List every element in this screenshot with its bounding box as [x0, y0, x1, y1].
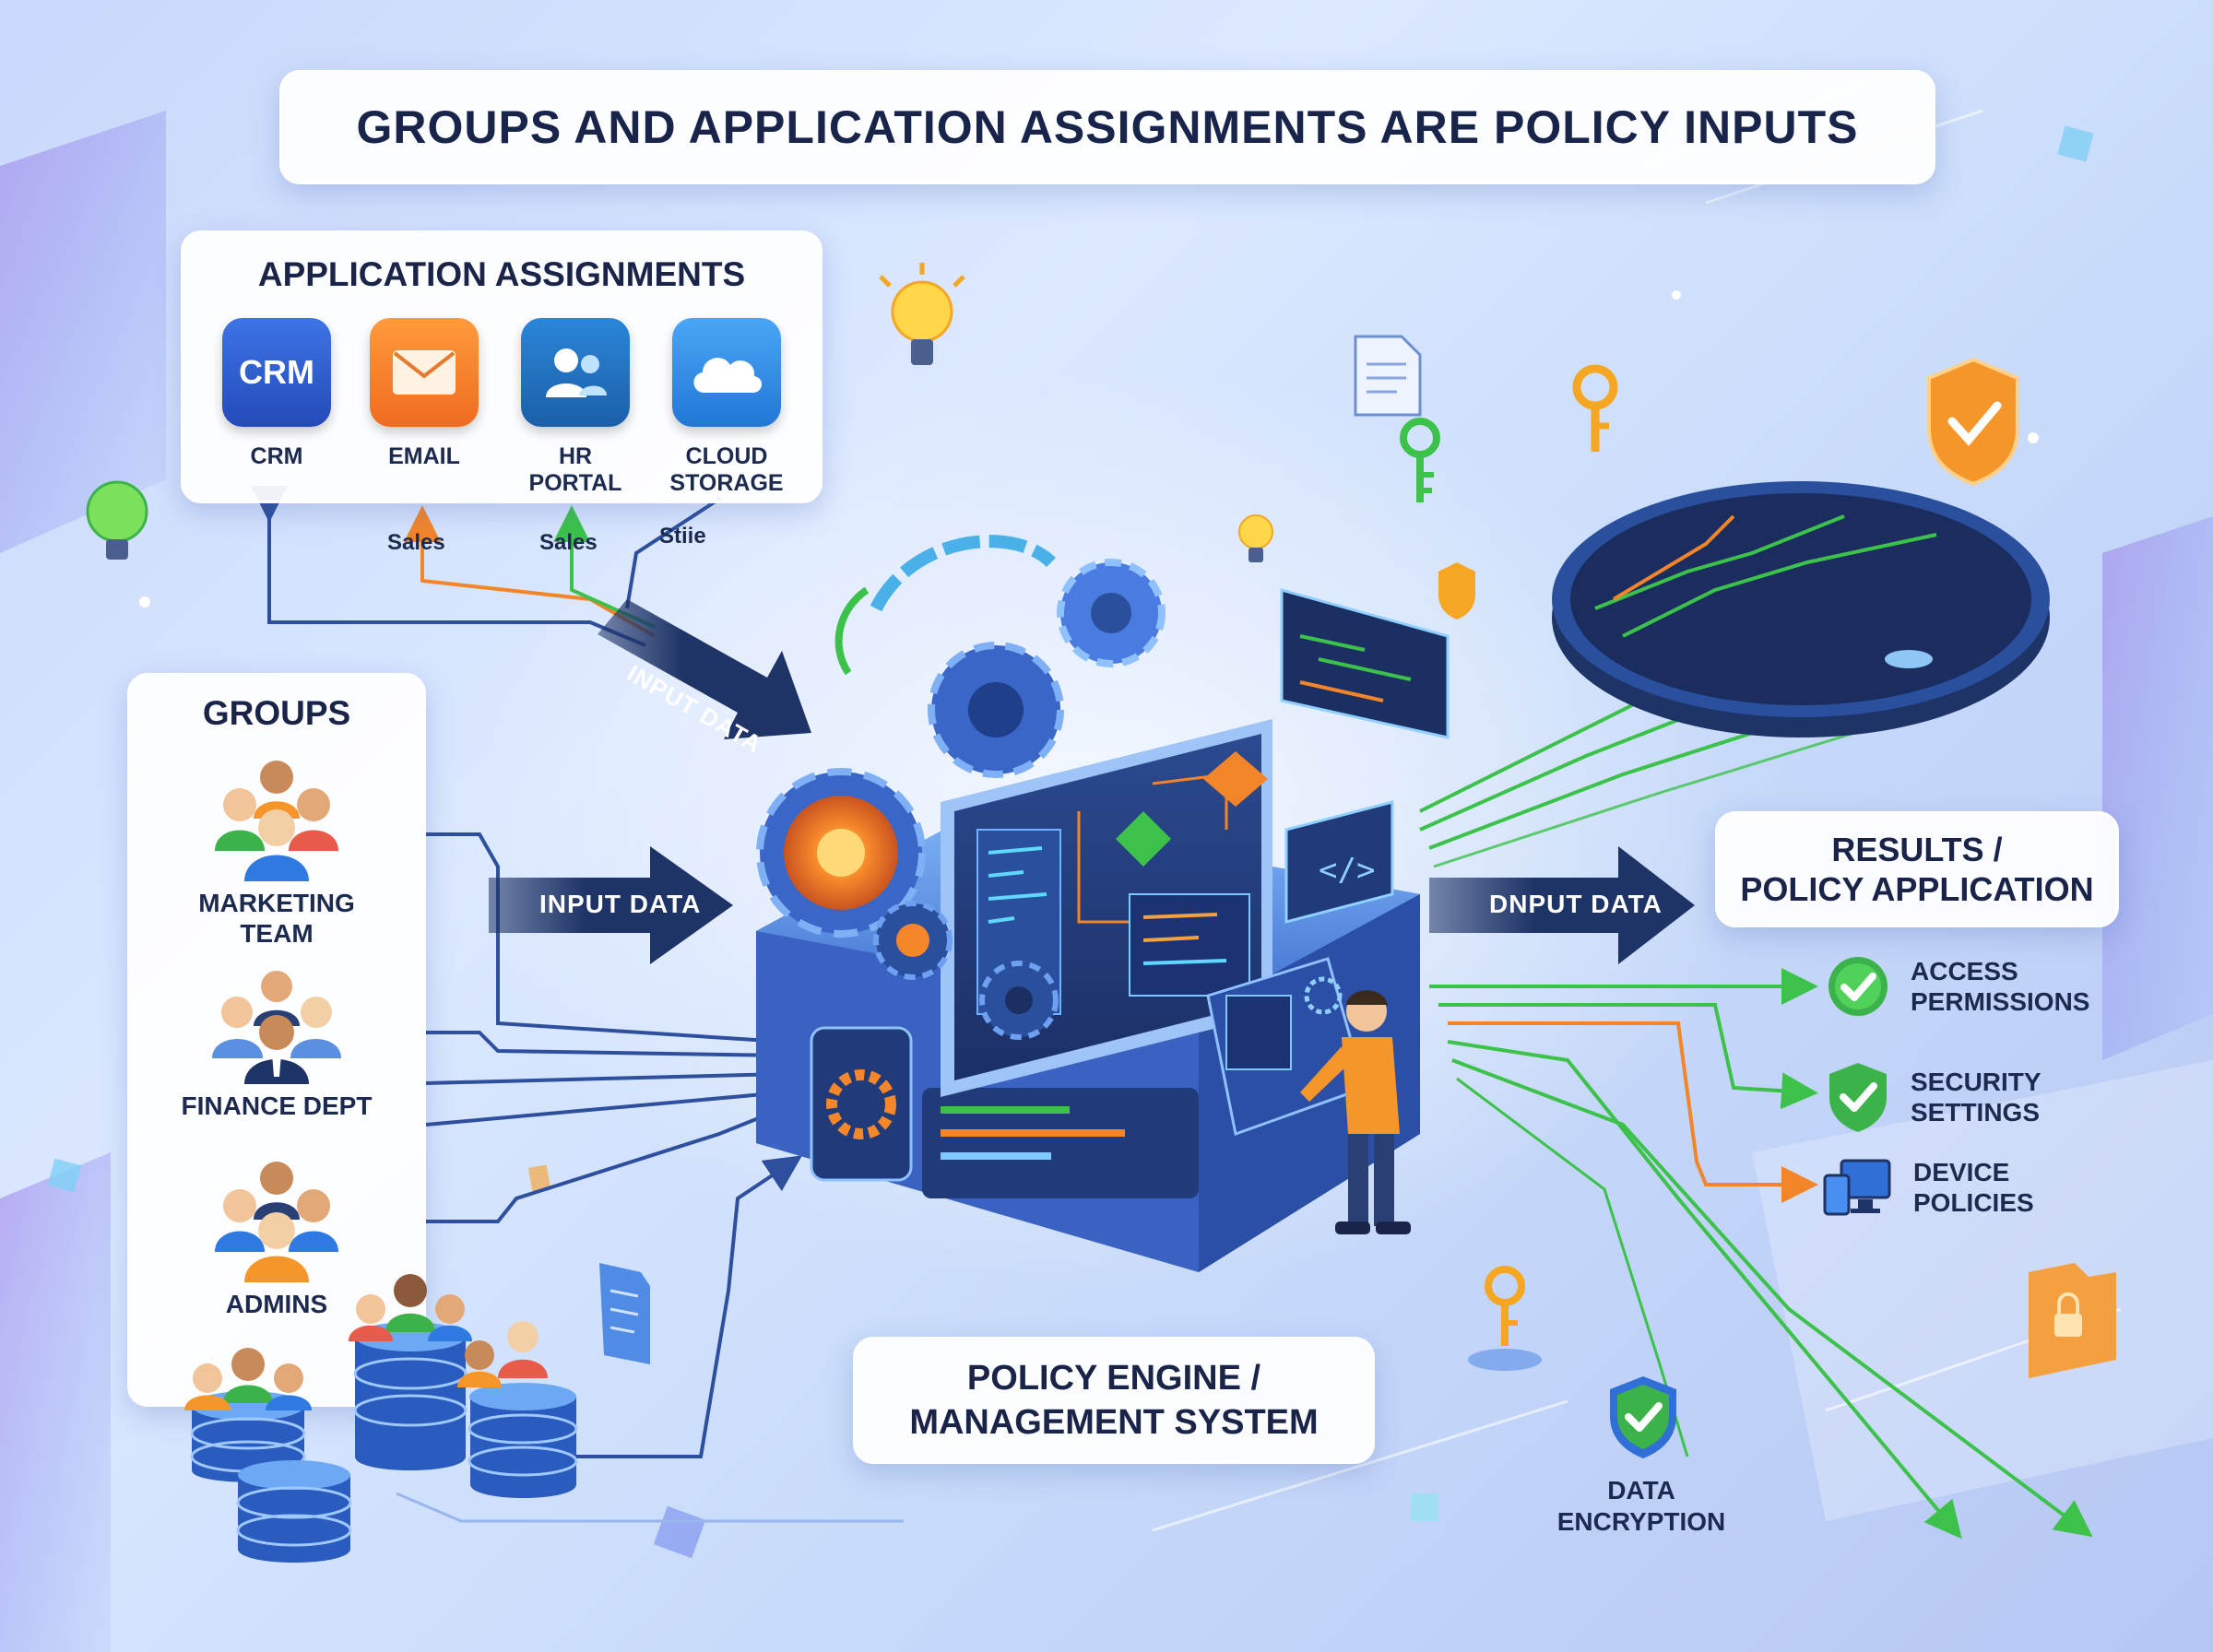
app-email[interactable]: EMAIL — [355, 318, 493, 470]
app-label: CLOUD STORAGE — [657, 443, 796, 497]
result-label: DEVICE POLICIES — [1913, 1157, 2034, 1218]
app-crm[interactable]: CRM CRM — [207, 318, 346, 470]
result-label-line: ACCESS — [1911, 957, 2018, 985]
orange-key-icon — [1572, 364, 1618, 452]
app-label-line: HR — [558, 443, 593, 469]
email-envelope-icon — [370, 318, 479, 427]
application-assignments-title: APPLICATION ASSIGNMENTS — [257, 255, 746, 293]
group-label: MARKETING TEAM — [130, 888, 423, 949]
policy-engine-label-box: POLICY ENGINE / MANAGEMENT SYSTEM — [853, 1337, 1375, 1464]
bottom-key-icon — [1468, 1266, 1542, 1371]
lightbulb-icon — [879, 263, 965, 365]
admins-icon — [215, 1162, 338, 1282]
application-assignments-panel: APPLICATION ASSIGNMENTS CRM CRM EMAIL HR… — [181, 230, 822, 503]
app-label-line: CLOUD — [685, 443, 768, 469]
app-label: CRM — [207, 443, 346, 470]
operator-person-icon — [1300, 990, 1411, 1234]
right-output-arrow-shape — [1429, 846, 1695, 964]
results-title-line: RESULTS / — [1831, 831, 2003, 868]
group-label: ADMINS — [130, 1289, 423, 1319]
folder-lock-icon — [2029, 1263, 2116, 1378]
crm-icon: CRM — [222, 318, 331, 427]
results-panel: RESULTS / POLICY APPLICATION — [1715, 811, 2119, 927]
hr-people-icon — [521, 318, 630, 427]
green-check-circle-icon — [1828, 957, 1888, 1016]
group-label: FINANCE DEPT — [130, 1091, 423, 1121]
svg-text:</>: </> — [1319, 852, 1375, 889]
app-cloud-storage[interactable]: CLOUD STORAGE — [657, 318, 796, 497]
result-label-line: SECURITY — [1911, 1068, 2041, 1096]
gear-icon — [756, 768, 926, 938]
result-label-line: POLICIES — [1913, 1188, 2034, 1217]
app-hr-portal[interactable]: HR PORTAL — [506, 318, 645, 497]
finance-dept-icon — [212, 971, 341, 1084]
result-device-policies[interactable]: DEVICE POLICIES — [1821, 1157, 2034, 1218]
data-encryption-label-line: DATA — [1607, 1476, 1675, 1504]
right-output-arrow-label: DNPUT DATA — [1489, 890, 1663, 918]
app-label-line: EMAIL — [388, 443, 460, 469]
group-admins[interactable]: ADMINS — [130, 1155, 423, 1319]
title-banner: GROUPS AND APPLICATION ASSIGNMENTS ARE P… — [279, 70, 1935, 184]
groups-title: GROUPS — [202, 694, 351, 732]
assignment-label: Sales — [539, 530, 598, 555]
result-label: SECURITY SETTINGS — [1911, 1067, 2041, 1127]
result-security-settings[interactable]: SECURITY SETTINGS — [1826, 1060, 2041, 1134]
policy-engine-label-line: MANAGEMENT SYSTEM — [909, 1403, 1319, 1442]
green-shield-check-icon — [1829, 1063, 1887, 1132]
top-input-arrow-shape — [598, 599, 811, 739]
data-encryption-label: DATA ENCRYPTION — [1531, 1475, 1752, 1538]
assignment-label: Sales — [387, 530, 445, 555]
group-label-line: TEAM — [240, 919, 314, 948]
group-finance-dept[interactable]: FINANCE DEPT — [130, 966, 423, 1121]
app-label: HR PORTAL — [506, 443, 645, 497]
result-access-permissions[interactable]: ACCESS PERMISSIONS — [1826, 954, 2089, 1019]
result-label: ACCESS PERMISSIONS — [1911, 956, 2089, 1017]
result-label-line: DEVICE — [1913, 1158, 2010, 1186]
left-input-arrow-shape — [489, 846, 733, 964]
policy-engine-label-line: POLICY ENGINE / — [966, 1359, 1261, 1398]
cloud-icon — [672, 318, 781, 427]
marketing-team-icon — [215, 761, 338, 881]
small-lightbulb-icon — [1238, 514, 1273, 562]
app-label-line: STORAGE — [669, 470, 784, 496]
app-label-line: CRM — [250, 443, 303, 469]
assignment-label: Stiie — [659, 524, 706, 549]
green-lightbulb-icon — [86, 480, 148, 560]
app-label: EMAIL — [355, 443, 493, 470]
page-title: GROUPS AND APPLICATION ASSIGNMENTS ARE P… — [356, 101, 1859, 153]
left-input-arrow-label: INPUT DATA — [539, 890, 702, 918]
shield-check-icon — [1610, 1376, 1676, 1458]
crm-icon-text: CRM — [239, 353, 314, 391]
blue-document-icon — [599, 1263, 650, 1364]
results-title-line: POLICY APPLICATION — [1740, 870, 2094, 908]
devices-icon — [1823, 1159, 1891, 1216]
group-label-line: FINANCE DEPT — [181, 1092, 373, 1120]
document-icon — [1354, 335, 1422, 417]
green-key-icon — [1400, 418, 1440, 502]
orange-shield-check-icon — [1927, 357, 2019, 487]
small-orange-shield-icon — [1438, 562, 1475, 620]
app-label-line: PORTAL — [528, 470, 622, 496]
group-label-line: MARKETING — [198, 889, 355, 917]
result-label-line: PERMISSIONS — [1911, 987, 2090, 1016]
groups-panel: GROUPS MARKETING TEAM FINANCE DEPT — [127, 673, 426, 1407]
result-label-line: SETTINGS — [1911, 1098, 2041, 1127]
group-marketing-team[interactable]: MARKETING TEAM — [130, 754, 423, 949]
data-encryption-label-line: ENCRYPTION — [1556, 1507, 1726, 1536]
group-label-line: ADMINS — [225, 1290, 328, 1318]
